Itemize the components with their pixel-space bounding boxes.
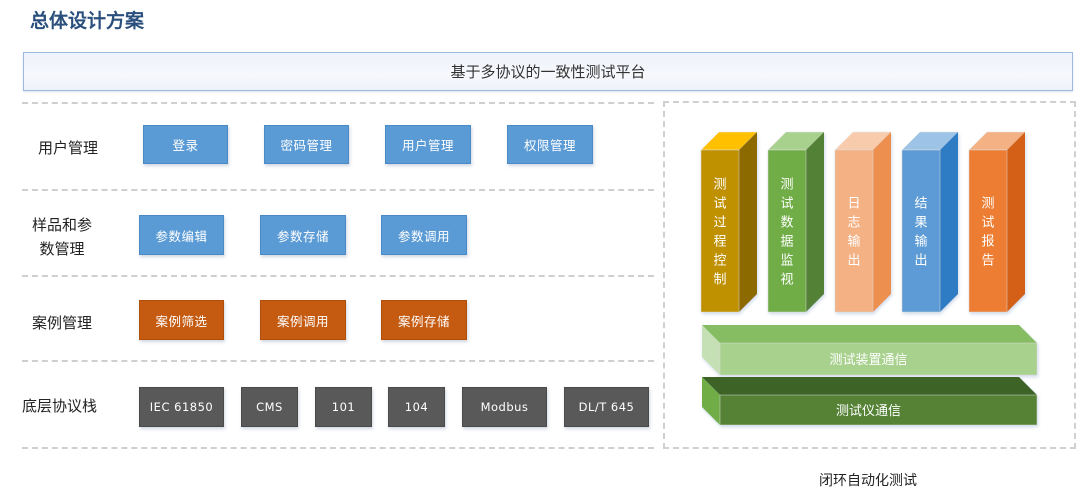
case-filter-button[interactable]: 案例筛选 (139, 300, 224, 340)
pillar-label-char: 数 (780, 216, 793, 231)
row-divider (22, 275, 654, 277)
slab-label: 测试装置通信 (829, 353, 907, 368)
platform-banner: 基于多协议的一致性测试平台 (23, 52, 1073, 91)
row-label-line: 数管理 (39, 240, 85, 258)
pillar-label-char: 程 (713, 235, 726, 250)
pillar-label-char: 测 (981, 197, 994, 212)
slab-front-face (719, 342, 1038, 376)
row-label-protocol-stack: 底层协议栈 (21, 397, 97, 415)
protocol-cms[interactable]: CMS (241, 387, 298, 427)
pillar-side-face (940, 132, 958, 312)
pillar-side-face (739, 132, 757, 312)
pillar-label-char: 输 (847, 234, 860, 250)
slab-side-face (702, 325, 720, 375)
row-divider (22, 189, 654, 191)
protocol-104[interactable]: 104 (388, 387, 445, 427)
pillar-side-face (873, 132, 891, 312)
parameter-call-button[interactable]: 参数调用 (381, 215, 467, 255)
pillar-label-char: 测 (780, 178, 793, 193)
protocol-modbus[interactable]: Modbus (462, 387, 547, 427)
pillar-label-char: 测 (713, 178, 726, 193)
pillar-front-face (901, 149, 941, 313)
pillar-label-char: 出 (847, 254, 860, 269)
page-title: 总体设计方案 (30, 10, 145, 32)
pillar-label-char: 志 (847, 216, 860, 231)
protocol-101[interactable]: 101 (315, 387, 372, 427)
pillar-label-char: 试 (981, 216, 994, 231)
password-management-button[interactable]: 密码管理 (264, 125, 349, 164)
case-store-button[interactable]: 案例存储 (381, 300, 467, 340)
banner-text: 基于多协议的一致性测试平台 (450, 63, 646, 81)
login-button[interactable]: 登录 (143, 125, 228, 164)
pillar-label-char: 试 (780, 197, 793, 212)
row-divider (22, 447, 654, 449)
pillar-label-char: 制 (713, 273, 726, 288)
pillar-label-char: 试 (713, 197, 726, 212)
slab-label: 测试仪通信 (836, 404, 901, 419)
row-label-case-management: 案例管理 (31, 314, 92, 332)
row-label-line: 样品和参 (31, 216, 92, 234)
closed-loop-panel (663, 101, 1076, 449)
pillar-side-face (1007, 132, 1025, 312)
row-label-user-management: 用户管理 (37, 139, 98, 157)
pillar-front-face (968, 149, 1008, 313)
slab: 测试仪通信 (702, 377, 1038, 426)
pillar-label-char: 监 (780, 254, 793, 269)
row-divider (22, 102, 654, 104)
pillar-front-face (700, 149, 740, 313)
protocol-iec61850[interactable]: IEC 61850 (139, 387, 224, 427)
pillar-label-char: 控 (713, 254, 726, 269)
permission-management-button[interactable]: 权限管理 (507, 125, 593, 164)
pillar-label-char: 告 (981, 254, 994, 269)
user-management-button[interactable]: 用户管理 (385, 125, 471, 164)
pillar-label-char: 过 (713, 216, 726, 231)
pillar-label-char: 出 (914, 254, 927, 269)
slab-top-face (702, 377, 1037, 395)
slab-front-face (719, 394, 1038, 426)
pillar-label-char: 输 (914, 234, 927, 250)
pillar-label-char: 视 (780, 273, 793, 288)
pillar-label-char: 结 (914, 197, 927, 212)
pillar-front-face (767, 149, 807, 313)
pillar-label-char: 果 (914, 216, 927, 231)
pillar-side-face (806, 132, 824, 312)
pillar-label-char: 报 (981, 235, 994, 250)
slab: 测试装置通信 (702, 325, 1038, 376)
pillar-label-char: 据 (780, 235, 793, 250)
row-divider (22, 360, 654, 362)
closed-loop-caption: 闭环自动化测试 (819, 473, 917, 489)
protocol-dlt645[interactable]: DL/T 645 (564, 387, 649, 427)
row-label-sample-parameter-management: 样品和参 数管理 (22, 213, 102, 261)
parameter-store-button[interactable]: 参数存储 (260, 215, 346, 255)
case-call-button[interactable]: 案例调用 (260, 300, 346, 340)
parameter-edit-button[interactable]: 参数编辑 (139, 215, 224, 255)
pillar-front-face (834, 149, 874, 313)
slab-top-face (702, 325, 1037, 343)
slab-side-face (702, 377, 720, 425)
pillar-label-char: 日 (847, 197, 860, 212)
